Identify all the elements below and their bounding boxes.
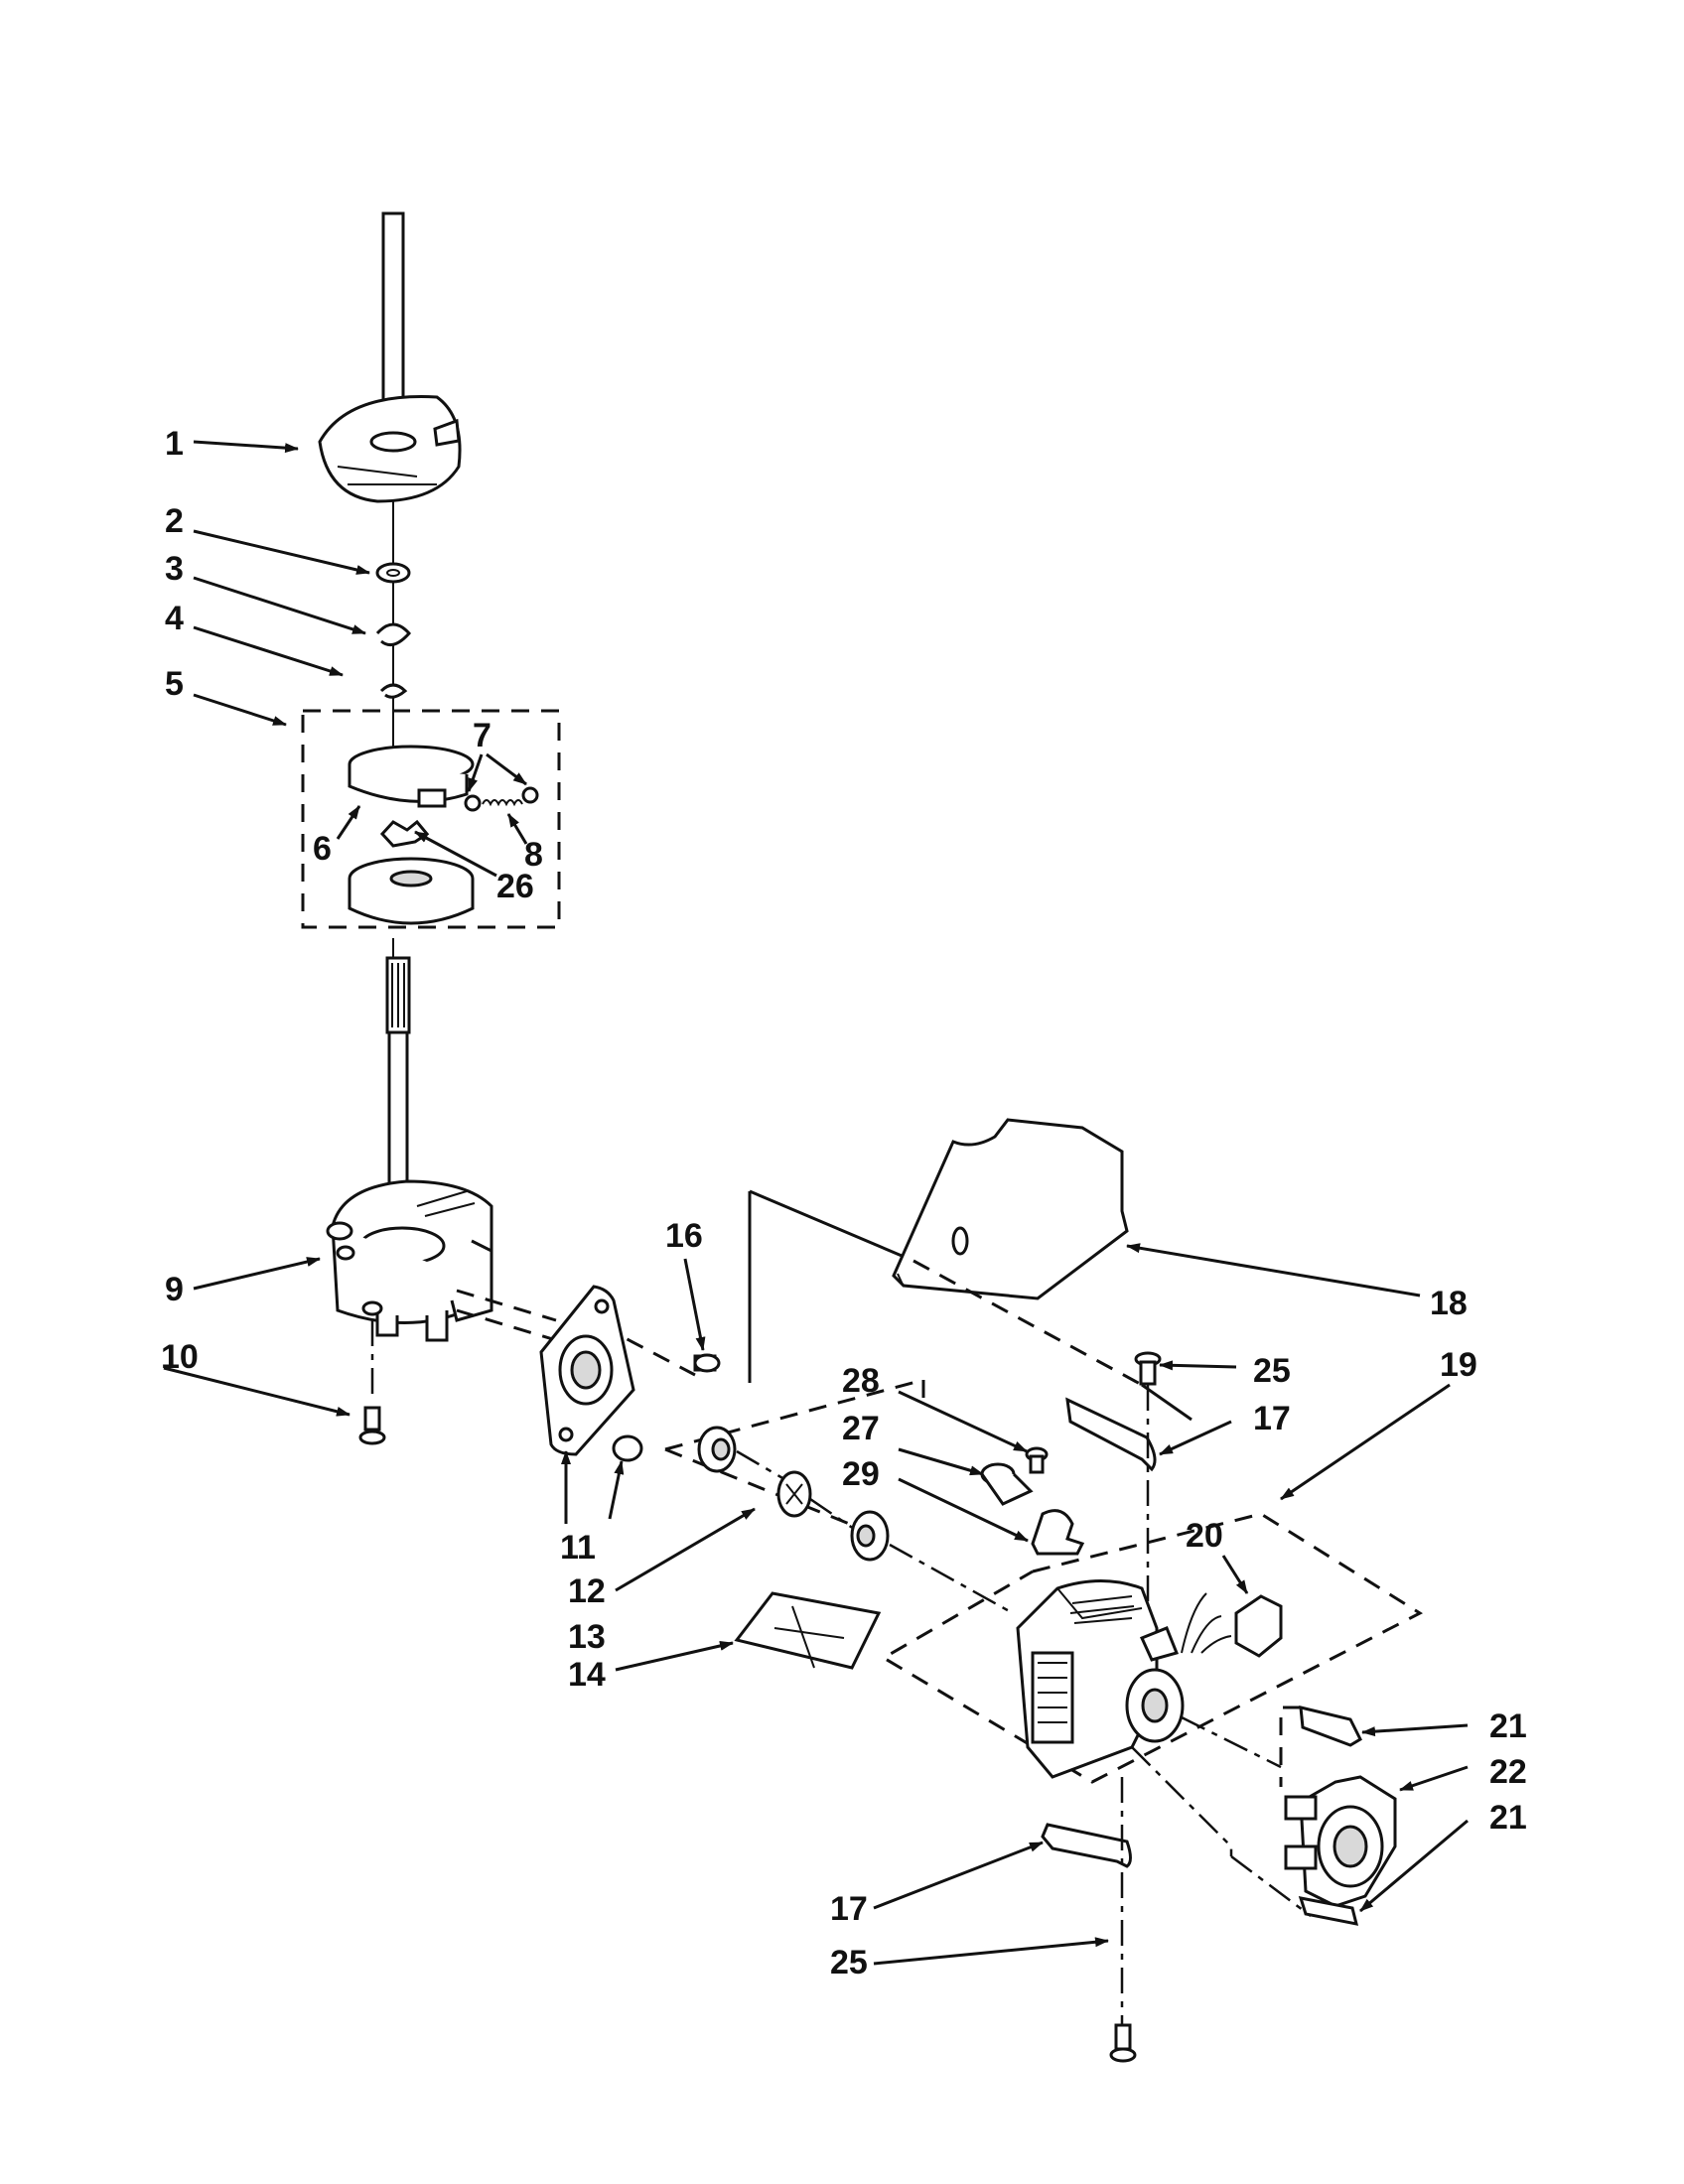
part-9-gearcase xyxy=(326,1179,493,1342)
part-21-clip-upper xyxy=(1299,1706,1362,1747)
callout-2: 2 xyxy=(165,502,184,540)
callout-10: 10 xyxy=(161,1338,199,1376)
part-8-spring xyxy=(482,799,523,807)
callout-3: 3 xyxy=(165,550,184,588)
callout-28: 28 xyxy=(842,1362,880,1400)
callout-4: 4 xyxy=(165,600,184,637)
callout-13: 13 xyxy=(568,1618,606,1656)
callout-29: 29 xyxy=(842,1455,880,1493)
part-4-ring xyxy=(379,683,408,699)
callout-11: 11 xyxy=(560,1529,596,1567)
callout-9: 9 xyxy=(165,1271,184,1308)
part-28-screw xyxy=(1025,1446,1049,1474)
callout-5: 5 xyxy=(165,665,184,703)
part-1-cam-housing xyxy=(318,395,462,503)
callout-6: 6 xyxy=(313,830,332,868)
part-6-brake-band xyxy=(348,745,475,808)
callout-7: 7 xyxy=(473,717,491,754)
part-27-capacitor xyxy=(980,1462,1034,1506)
callout-22: 22 xyxy=(1489,1753,1527,1791)
callout-12: 12 xyxy=(568,1572,606,1610)
leader-lines xyxy=(163,440,1469,1966)
part-22-pump xyxy=(1284,1775,1397,1908)
part-29-clamp xyxy=(1031,1509,1085,1556)
part-25-screw-upper xyxy=(1134,1351,1162,1386)
part-11-mounting-plate xyxy=(539,1285,635,1456)
part-7-spring-ends xyxy=(464,786,539,812)
part-17-bracket-upper xyxy=(1065,1397,1157,1472)
part-16-screw xyxy=(693,1353,721,1373)
part-19-motor-assembly-box xyxy=(881,1512,1424,1784)
callout-17-upper: 17 xyxy=(1253,1400,1291,1437)
part-5-assembly-box xyxy=(301,709,561,929)
callout-8: 8 xyxy=(524,836,543,874)
callout-16: 16 xyxy=(665,1217,703,1255)
part-20-switch xyxy=(1234,1594,1283,1658)
callout-21-upper: 21 xyxy=(1489,1707,1527,1745)
part-17-bracket-lower xyxy=(1041,1823,1132,1868)
callout-27: 27 xyxy=(842,1410,880,1447)
part-21-clip-lower xyxy=(1298,1896,1359,1926)
part-25-screw-lower xyxy=(1109,2023,1137,2063)
part-3-clip xyxy=(375,622,412,647)
callout-18: 18 xyxy=(1430,1285,1468,1322)
part-14-shield xyxy=(734,1591,882,1670)
callout-labels: 1 2 3 4 5 6 7 8 26 9 10 11 12 13 14 16 1… xyxy=(161,425,1527,1981)
callout-25-upper: 25 xyxy=(1253,1352,1291,1390)
coupling-half-a xyxy=(697,1426,737,1473)
callout-26: 26 xyxy=(496,868,534,905)
brake-rotor xyxy=(348,857,475,925)
callout-14: 14 xyxy=(568,1656,606,1694)
callout-17-lower: 17 xyxy=(830,1890,868,1928)
callout-25-lower: 25 xyxy=(830,1944,868,1981)
coupling-half-b xyxy=(850,1510,890,1562)
callout-1: 1 xyxy=(165,425,184,463)
part-10-screw xyxy=(358,1406,386,1445)
callout-21-lower: 21 xyxy=(1489,1799,1527,1837)
callout-20: 20 xyxy=(1186,1517,1223,1555)
motor xyxy=(1016,1579,1185,1779)
coupling-center-disc xyxy=(776,1470,812,1518)
part-2-washer xyxy=(375,562,411,584)
part-12-bushing xyxy=(612,1434,643,1462)
callout-19: 19 xyxy=(1440,1346,1477,1384)
part-18-cover xyxy=(892,1118,1129,1300)
